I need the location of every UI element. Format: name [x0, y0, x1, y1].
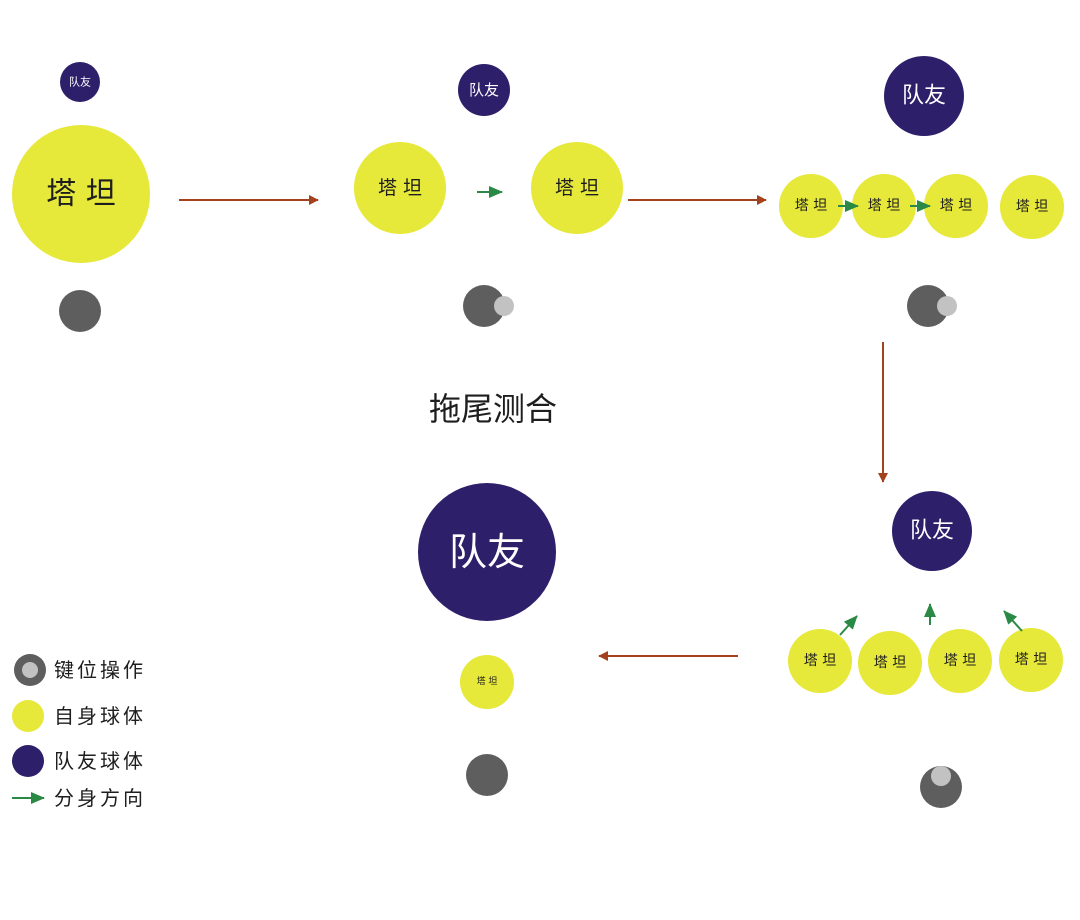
- joystick-icon: [920, 766, 962, 808]
- teammate-label: 队友: [902, 84, 946, 109]
- joystick-icon: [463, 285, 514, 327]
- teammate-ball: 队友: [458, 64, 510, 116]
- self-ball: 塔 坦: [1000, 175, 1064, 239]
- stage-5: 队友 塔 坦: [418, 483, 556, 796]
- tank-label: 塔 坦: [477, 675, 498, 687]
- legend: 键位操作 自身球体 队友球体 分身方向: [12, 654, 146, 810]
- self-ball-icon: [12, 700, 44, 732]
- teammate-label: 队友: [449, 530, 525, 574]
- self-ball: 塔 坦: [788, 629, 852, 693]
- self-ball: 塔 坦: [12, 125, 150, 263]
- tank-label: 塔 坦: [1015, 652, 1047, 668]
- teammate-ball: 队友: [60, 62, 100, 102]
- joystick-icon: [14, 654, 46, 686]
- tank-label: 塔 坦: [944, 653, 976, 669]
- tank-label: 塔 坦: [804, 653, 836, 669]
- tank-label: 塔 坦: [868, 198, 900, 214]
- split-arrow: [1003, 610, 1023, 632]
- self-ball: 塔 坦: [924, 174, 988, 238]
- split-arrow: [839, 615, 858, 636]
- self-ball: 塔 坦: [531, 142, 623, 234]
- tank-label: 塔 坦: [1016, 199, 1048, 215]
- tank-label: 塔 坦: [795, 198, 827, 214]
- diagram-title: 拖尾测合: [429, 390, 557, 428]
- self-ball: 塔 坦: [999, 628, 1063, 692]
- legend-label: 自身球体: [54, 704, 146, 728]
- teammate-label: 队友: [469, 81, 499, 99]
- joystick-icon: [59, 290, 101, 332]
- teammate-label: 队友: [910, 519, 954, 544]
- teammate-ball: 队友: [892, 491, 972, 571]
- stage-4: 队友 塔 坦 塔 坦 塔 坦 塔 坦: [788, 491, 1063, 808]
- tank-label: 塔 坦: [874, 655, 906, 671]
- legend-label: 队友球体: [54, 749, 146, 773]
- tank-label: 塔 坦: [378, 177, 422, 199]
- joystick-icon: [907, 285, 957, 327]
- teammate-ball: 队友: [884, 56, 964, 136]
- stage-3: 队友 塔 坦 塔 坦 塔 坦 塔 坦: [779, 56, 1064, 327]
- self-ball: 塔 坦: [354, 142, 446, 234]
- teammate-ball: 队友: [418, 483, 556, 621]
- legend-label: 分身方向: [54, 786, 146, 810]
- self-ball: 塔 坦: [779, 174, 843, 238]
- tank-label: 塔 坦: [555, 177, 599, 199]
- stage-1: 队友 塔 坦: [12, 62, 150, 332]
- self-ball: 塔 坦: [858, 631, 922, 695]
- stage-2: 队友 塔 坦 塔 坦: [354, 64, 623, 327]
- tank-label: 塔 坦: [940, 198, 972, 214]
- legend-label: 键位操作: [54, 658, 146, 682]
- self-ball: 塔 坦: [928, 629, 992, 693]
- joystick-icon: [466, 754, 508, 796]
- teammate-ball-icon: [12, 745, 44, 777]
- self-ball: 塔 坦: [852, 174, 916, 238]
- teammate-label: 队友: [69, 75, 91, 89]
- tank-label: 塔 坦: [46, 177, 116, 212]
- self-ball: 塔 坦: [460, 655, 514, 709]
